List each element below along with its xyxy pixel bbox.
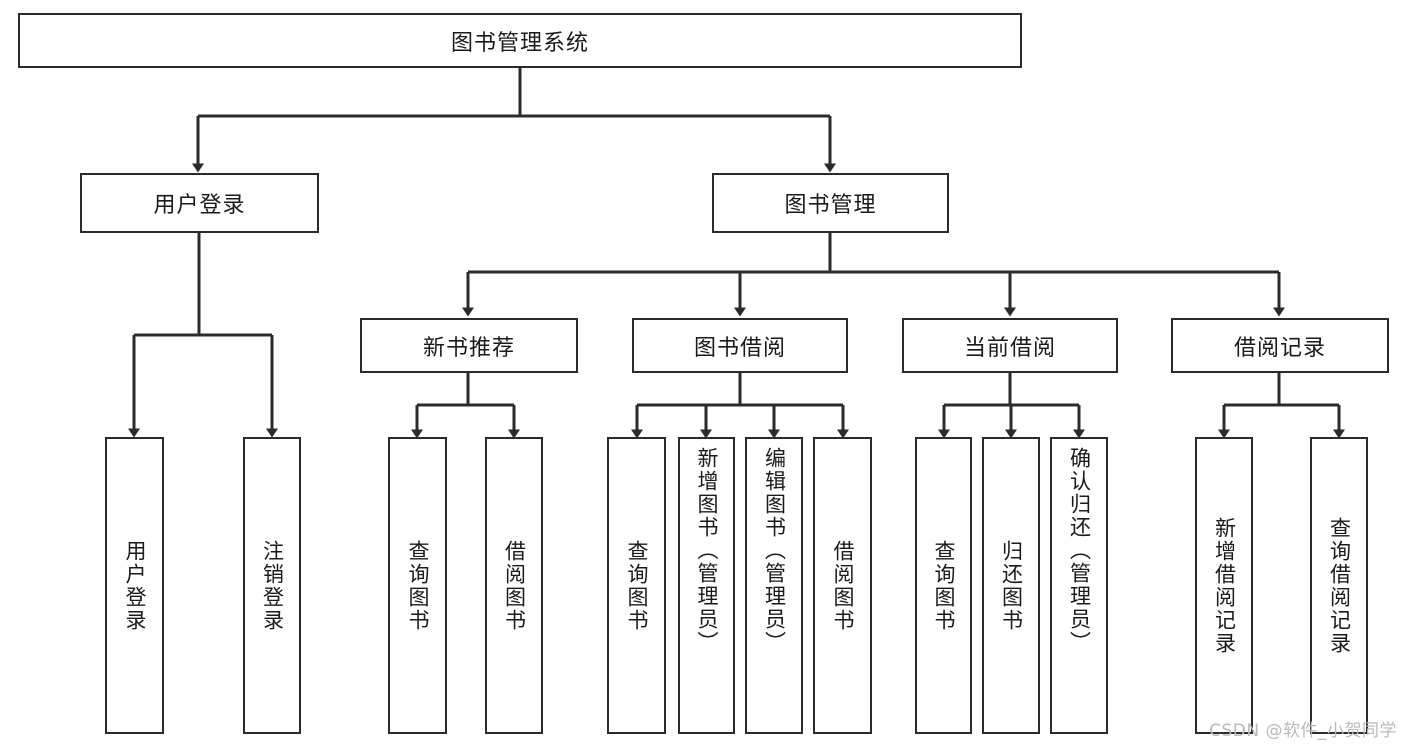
node-label: 借阅图书 (502, 539, 527, 632)
node-label: 新增借阅记录 (1212, 516, 1237, 655)
node-label: 图书借阅 (693, 335, 786, 361)
leaf-query-book-borrow[interactable]: 查询图书 (607, 437, 666, 734)
leaf-edit-book-admin[interactable]: 编辑图书（管理员） (745, 437, 803, 734)
node-label: 图书管理 (784, 193, 877, 218)
leaf-confirm-return-admin[interactable]: 确认归还（管理员） (1050, 437, 1108, 734)
node-label: 借阅记录 (1233, 335, 1326, 361)
node-label: 确认归还（管理员） (1067, 447, 1092, 654)
csdn-watermark: CSDN @软件_小贺同学 (1209, 721, 1397, 741)
node-label: 归还图书 (999, 539, 1024, 632)
node-label: 查询图书 (932, 539, 956, 632)
leaf-user-login[interactable]: 用户登录 (105, 437, 164, 734)
node-label: 查询借阅记录 (1327, 516, 1352, 655)
node-label: 借阅图书 (831, 539, 855, 632)
node-user-login[interactable]: 用户登录 (80, 173, 319, 233)
leaf-borrow-book-recommend[interactable]: 借阅图书 (485, 437, 543, 734)
node-root-book-management-system[interactable]: 图书管理系统 (18, 13, 1022, 68)
node-book-management[interactable]: 图书管理 (712, 173, 949, 233)
node-label: 查询图书 (625, 539, 649, 632)
leaf-logout-login[interactable]: 注销登录 (243, 437, 301, 734)
node-new-book-recommend[interactable]: 新书推荐 (360, 318, 578, 373)
leaf-borrow-book[interactable]: 借阅图书 (813, 437, 872, 734)
node-label: 当前借阅 (963, 335, 1056, 361)
leaf-query-book-recommend[interactable]: 查询图书 (388, 437, 447, 734)
node-label: 编辑图书（管理员） (762, 447, 787, 654)
node-label: 注销登录 (260, 539, 285, 632)
node-current-borrow[interactable]: 当前借阅 (902, 318, 1118, 373)
leaf-query-borrow-record[interactable]: 查询借阅记录 (1310, 437, 1368, 734)
node-label: 查询图书 (406, 539, 430, 632)
node-label: 新书推荐 (422, 335, 515, 361)
leaf-query-book-current[interactable]: 查询图书 (915, 437, 972, 734)
leaf-return-book[interactable]: 归还图书 (982, 437, 1040, 734)
node-borrow-record[interactable]: 借阅记录 (1171, 318, 1389, 373)
node-book-borrow[interactable]: 图书借阅 (632, 318, 848, 373)
leaf-add-borrow-record[interactable]: 新增借阅记录 (1195, 437, 1253, 734)
node-label: 新增图书（管理员） (695, 447, 719, 654)
node-label: 用户登录 (123, 539, 147, 632)
node-label: 图书管理系统 (450, 30, 589, 56)
leaf-add-book-admin[interactable]: 新增图书（管理员） (678, 437, 735, 734)
node-label: 用户登录 (153, 193, 246, 218)
